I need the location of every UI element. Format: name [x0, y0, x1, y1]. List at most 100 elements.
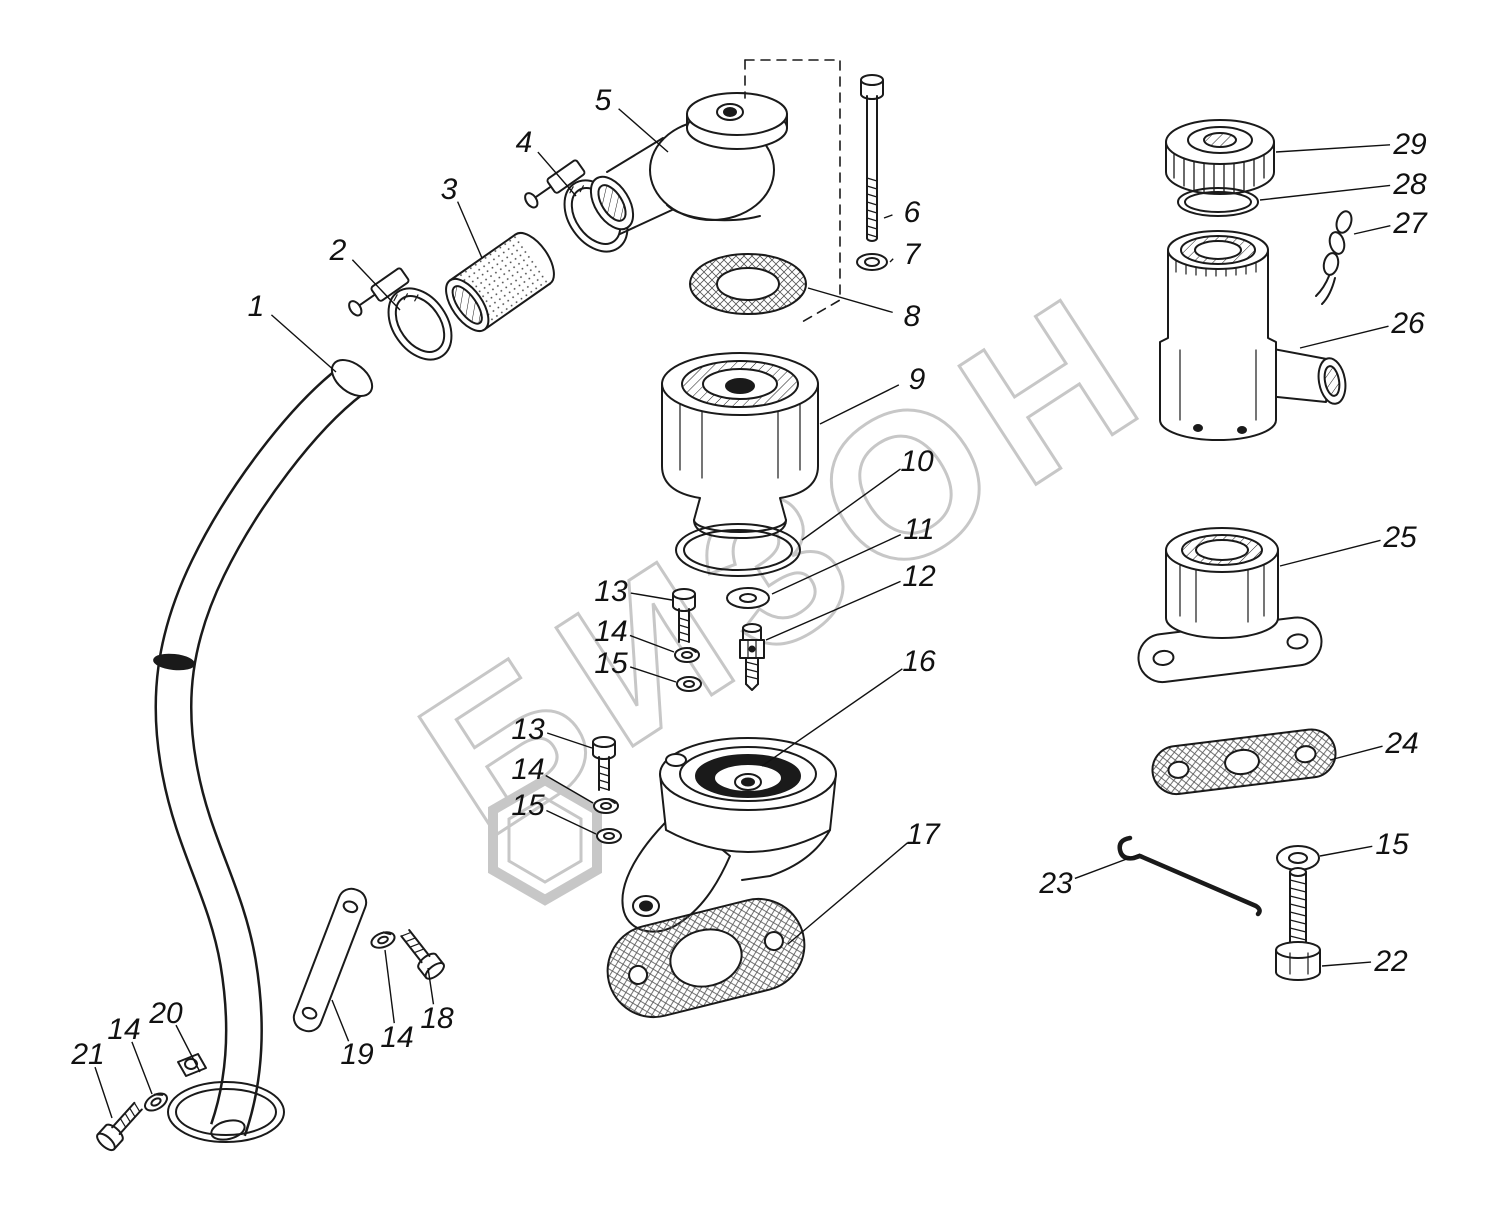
callout-label: 2 — [329, 234, 347, 267]
callout-label: 16 — [902, 645, 936, 678]
part-gasket-17 — [606, 897, 806, 1019]
callout-label: 13 — [511, 713, 545, 746]
callout-label: 7 — [904, 238, 922, 271]
callout-leader — [771, 534, 902, 595]
callout-label: 3 — [441, 173, 458, 206]
callout-label: 15 — [511, 789, 545, 822]
part-bracket-19 — [292, 887, 368, 1033]
callout-label: 14 — [107, 1013, 140, 1046]
part-gasket-8 — [689, 253, 807, 315]
callout-leader — [351, 259, 401, 311]
part-lockwasher-14d — [141, 1088, 171, 1116]
callout-leader — [765, 580, 901, 641]
part-screw-18 — [395, 925, 448, 983]
part-washer-15a — [676, 676, 702, 692]
callout-label: 29 — [1392, 128, 1427, 161]
callout-leader — [889, 258, 894, 263]
callout-leader — [1074, 853, 1141, 880]
part-hook-23 — [1117, 835, 1262, 917]
callout-label: 5 — [595, 84, 612, 117]
part-ring-28 — [1177, 187, 1259, 217]
callout-label: 12 — [902, 560, 936, 593]
callout-label: 25 — [1382, 521, 1417, 554]
part-cup-9 — [661, 352, 819, 539]
callout-leader — [787, 842, 908, 945]
part-sleeve-3 — [445, 232, 555, 332]
callout-label: 6 — [904, 196, 921, 229]
callout-label: 14 — [380, 1021, 413, 1054]
callout-label: 28 — [1392, 168, 1427, 201]
part-valve-body-26 — [1159, 230, 1347, 441]
callout-leader — [883, 214, 893, 219]
callout-label: 22 — [1373, 945, 1408, 978]
callout-label: 8 — [904, 300, 921, 333]
callout-leader — [94, 1066, 113, 1119]
callout-leader — [175, 1024, 201, 1073]
callout-label: 4 — [516, 126, 533, 159]
callout-label: 15 — [1375, 828, 1409, 861]
part-gasket-24 — [1151, 728, 1337, 796]
part-housing-16 — [621, 737, 837, 933]
part-pipe-1 — [153, 359, 374, 1141]
callout-leader — [1279, 539, 1381, 567]
alignment-dashed-lines — [744, 59, 841, 323]
callout-leader — [761, 668, 903, 767]
callout-leader — [1299, 325, 1389, 349]
callout-leader — [807, 287, 893, 314]
callout-label: 26 — [1390, 307, 1425, 340]
callout-leader — [537, 151, 577, 197]
callout-label: 15 — [594, 647, 628, 680]
part-lockwasher-14b — [593, 798, 619, 814]
callout-leader — [131, 1041, 153, 1095]
part-bolt-21 — [93, 1097, 148, 1154]
callout-label: 19 — [340, 1038, 374, 1071]
callout-layer: 1234567891011121314151314151617181419201… — [70, 84, 1428, 1119]
callout-label: 21 — [70, 1038, 104, 1071]
callout-label: 18 — [420, 1002, 454, 1035]
callout-label: 10 — [900, 445, 934, 478]
callout-label: 14 — [511, 753, 544, 786]
callout-leader — [801, 468, 901, 541]
callout-leader — [1319, 845, 1373, 857]
part-washer-11 — [726, 587, 770, 609]
callout-leader — [629, 666, 677, 683]
callout-label: 9 — [909, 363, 926, 396]
part-washer-7 — [856, 253, 888, 271]
part-pin-chain-27 — [1315, 210, 1353, 305]
callout-leader — [1275, 144, 1391, 153]
callout-label: 14 — [594, 615, 627, 648]
callout-leader — [546, 809, 597, 835]
part-lockwasher-14c — [368, 928, 398, 952]
callout-label: 1 — [248, 290, 265, 323]
callout-label: 20 — [148, 997, 183, 1030]
part-lockwasher-14a — [674, 647, 700, 663]
part-spacer-25 — [1137, 527, 1323, 684]
callout-leader — [331, 999, 350, 1042]
callout-leader — [1329, 745, 1383, 761]
callout-label: 13 — [594, 575, 628, 608]
part-oring-10 — [675, 523, 801, 577]
callout-leader — [618, 108, 669, 153]
callout-leader — [270, 314, 337, 373]
callout-label: 17 — [906, 818, 941, 851]
callout-leader — [384, 949, 395, 1024]
part-fitting-12 — [739, 623, 765, 691]
callout-leader — [545, 774, 594, 804]
callout-leader — [427, 967, 435, 1005]
callout-leader — [1321, 961, 1372, 967]
callout-label: 27 — [1392, 207, 1428, 240]
part-clamp-2 — [345, 260, 466, 386]
callout-label: 11 — [903, 513, 934, 546]
callout-label: 24 — [1384, 727, 1418, 760]
part-washer-15c — [1276, 845, 1320, 871]
part-cap-29 — [1165, 119, 1275, 195]
callout-leader — [630, 592, 673, 601]
callout-leader — [456, 201, 483, 259]
part-elbow-5 — [589, 92, 788, 235]
callout-leader — [629, 634, 675, 653]
part-bolt-6 — [860, 74, 884, 242]
callout-label: 23 — [1038, 867, 1073, 900]
callout-leader — [1259, 184, 1391, 201]
